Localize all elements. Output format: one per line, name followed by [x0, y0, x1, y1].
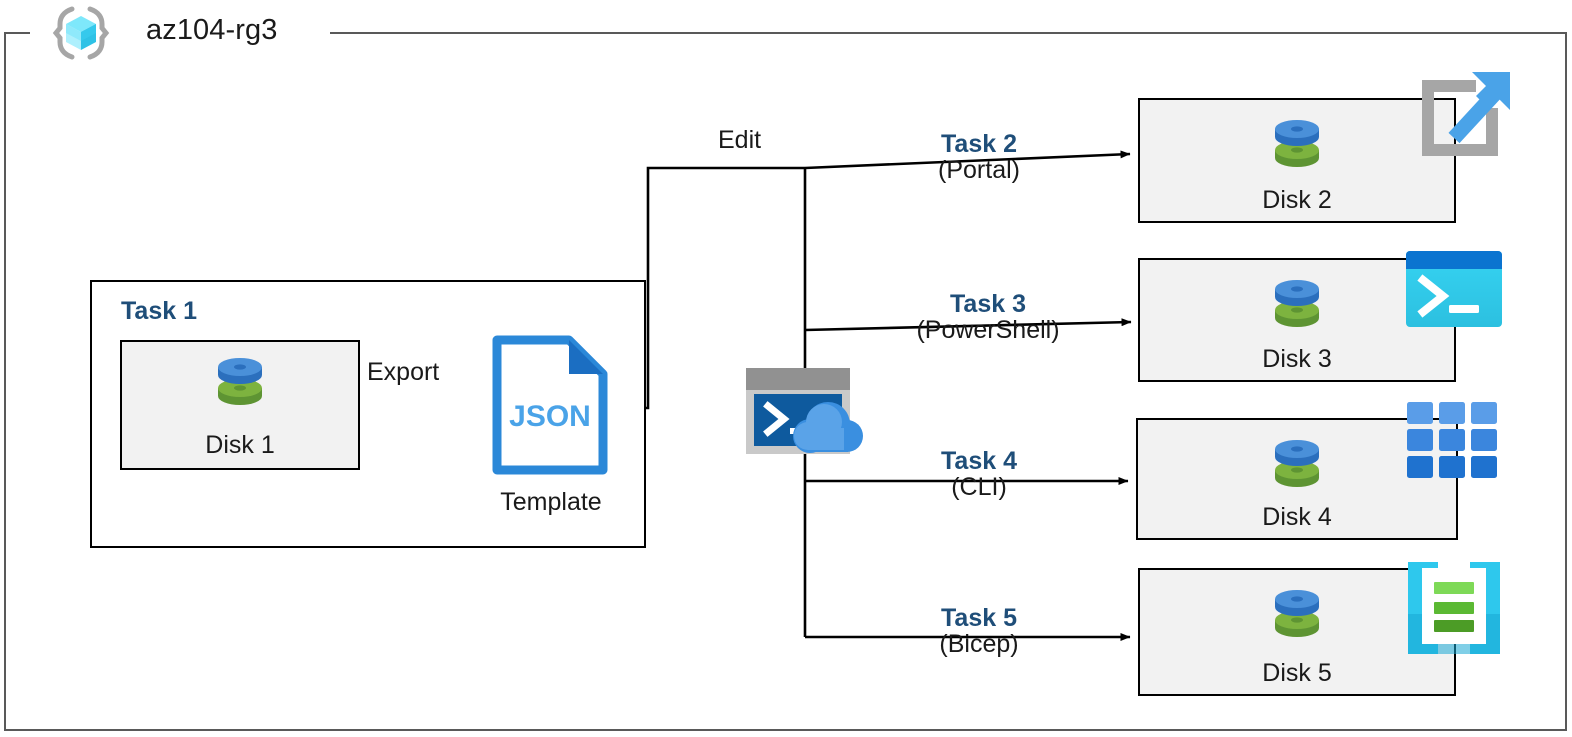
- azure-resource-group-icon: [52, 4, 110, 62]
- disk-icon: [1269, 114, 1325, 172]
- disk-icon: [1269, 584, 1325, 642]
- export-label: Export: [367, 358, 440, 386]
- task5-method: (Bicep): [939, 630, 1019, 659]
- portal-icon: [1410, 64, 1516, 168]
- disk3-box[interactable]: Disk 3: [1138, 258, 1456, 382]
- disk4-label: Disk 4: [1262, 503, 1332, 531]
- task2-title: Task 2: [941, 130, 1017, 158]
- disk-icon: [1269, 434, 1325, 492]
- task1-label: Task 1: [121, 297, 197, 325]
- task3-title: Task 3: [950, 290, 1026, 318]
- disk2-label: Disk 2: [1262, 186, 1332, 214]
- template-label: Template: [500, 488, 602, 516]
- task4-edge-label: Task 4 (CLI): [893, 448, 1065, 501]
- task5-edge-label: Task 5 (Bicep): [893, 605, 1065, 658]
- json-file-type: JSON: [509, 400, 591, 433]
- disk4-box[interactable]: Disk 4: [1136, 418, 1458, 540]
- resource-group-title: az104-rg3: [146, 14, 278, 46]
- disk1-box[interactable]: Disk 1: [120, 340, 360, 470]
- disk1-label: Disk 1: [205, 431, 275, 459]
- task4-title: Task 4: [941, 447, 1017, 475]
- bicep-icon: [1404, 558, 1504, 658]
- task3-edge-label: Task 3 (PowerShell): [893, 291, 1083, 344]
- edit-label: Edit: [718, 126, 762, 154]
- cli-icon: [1407, 402, 1497, 478]
- task3-method: (PowerShell): [916, 316, 1060, 345]
- task4-method: (CLI): [951, 473, 1007, 502]
- disk2-box[interactable]: Disk 2: [1138, 98, 1456, 223]
- task2-edge-label: Task 2 (Portal): [893, 131, 1065, 184]
- resource-group-frame: [4, 32, 1567, 731]
- powershell-icon: [1405, 250, 1503, 328]
- cloud-shell-icon: [744, 366, 866, 458]
- disk5-box[interactable]: Disk 5: [1138, 568, 1456, 696]
- task2-method: (Portal): [938, 156, 1020, 185]
- disk-icon: [212, 352, 268, 410]
- disk3-label: Disk 3: [1262, 345, 1332, 373]
- json-file-icon: JSON: [489, 332, 611, 478]
- task5-title: Task 5: [941, 604, 1017, 632]
- disk-icon: [1269, 274, 1325, 332]
- disk5-label: Disk 5: [1262, 659, 1332, 687]
